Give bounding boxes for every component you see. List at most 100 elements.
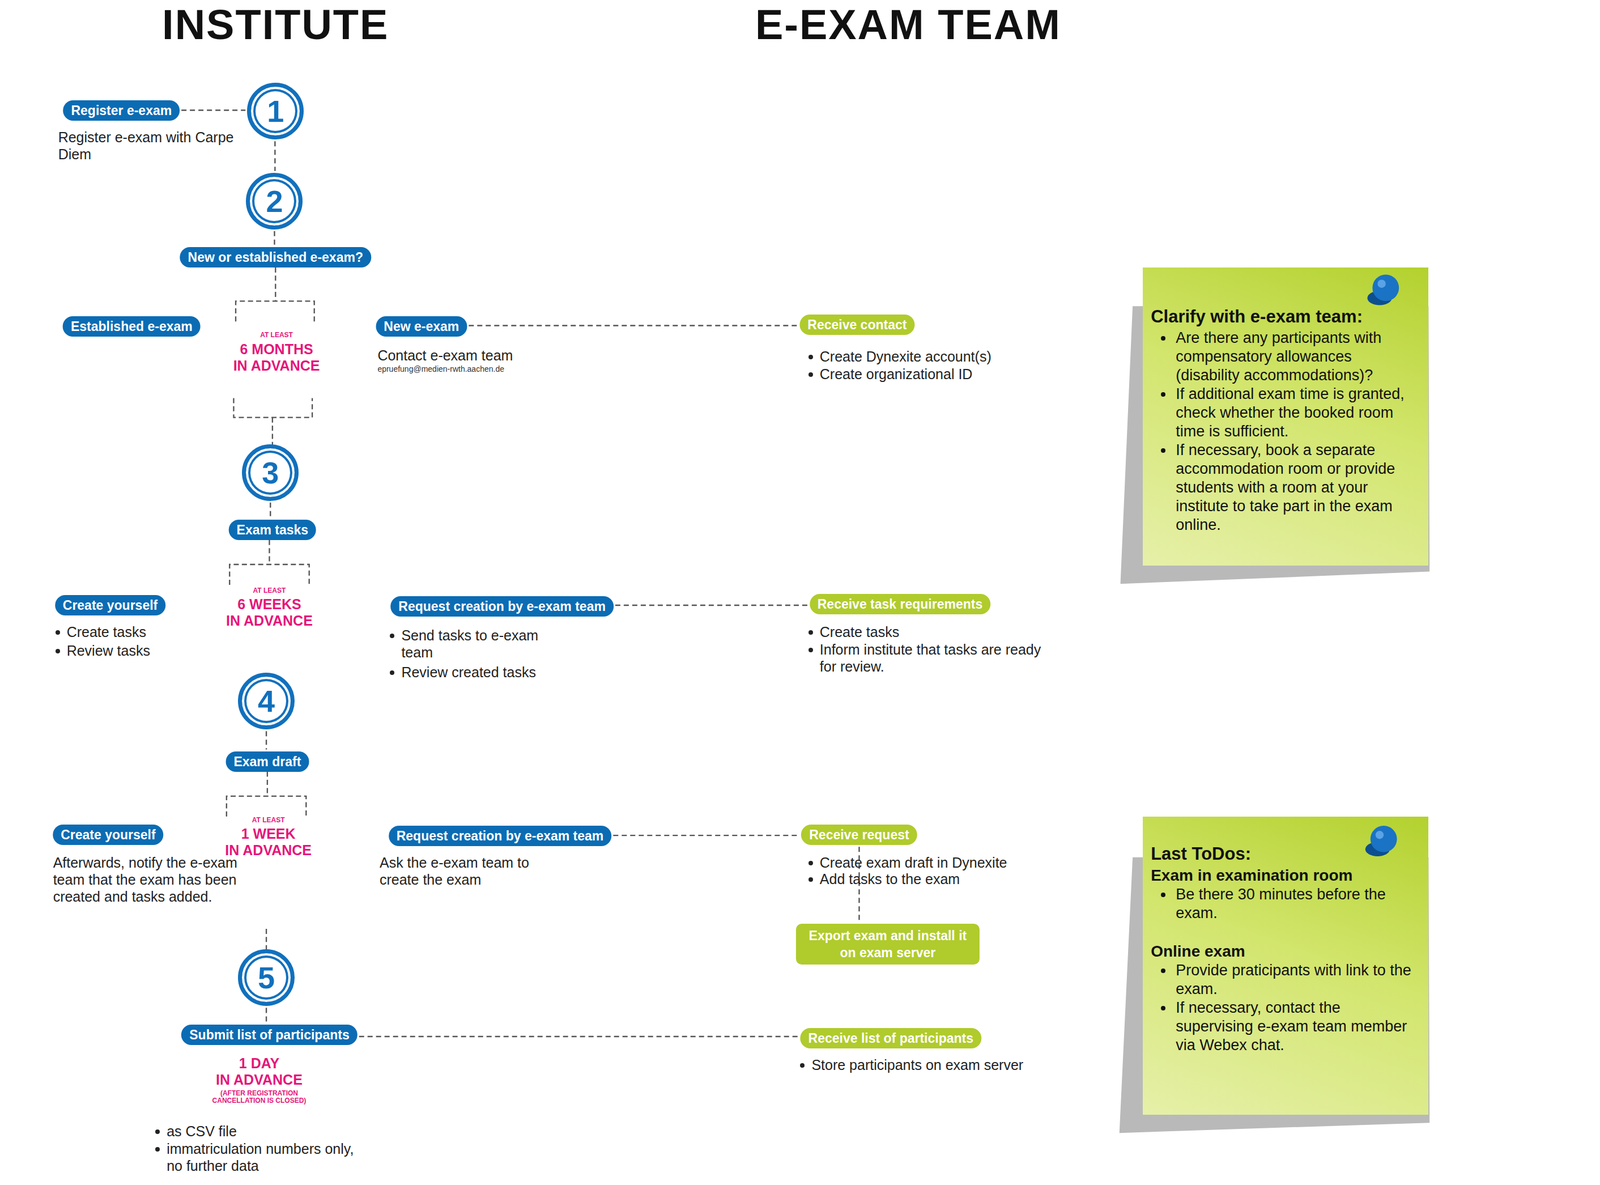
step-circle: 1 — [247, 82, 304, 140]
note-bullet: Are there any participants with compensa… — [1150, 328, 1412, 385]
sticky-note: Last ToDos:Exam in examination roomBe th… — [1142, 816, 1429, 1115]
step-number: 5 — [257, 959, 275, 995]
pill-label: Receive request — [809, 827, 909, 842]
pill-label: Submit list of participants — [189, 1027, 350, 1042]
note-bullet: If necessary, contact the supervising e-… — [1150, 998, 1412, 1055]
note-bullet: Be there 30 minutes before the exam. — [1150, 884, 1412, 923]
process-pill: Register e-exam — [62, 100, 180, 121]
process-pill: Exam tasks — [228, 519, 317, 540]
pushpin — [1367, 274, 1399, 305]
pill-label: New e-exam — [383, 318, 459, 334]
dashed-connector — [273, 231, 275, 246]
dashed-connector — [613, 834, 800, 836]
bullet-item: Create tasks — [53, 623, 207, 641]
note-bullet: Provide praticipants with link to the ex… — [1150, 960, 1412, 999]
dashed-connector — [359, 1035, 799, 1037]
pill-label: Exam draft — [233, 754, 301, 769]
team-pill: Receive task requirements — [809, 593, 991, 615]
bracket — [229, 539, 309, 585]
email-address: epruefung@medien-rwth.aachen.de — [377, 364, 623, 374]
note-heading: Clarify with e-exam team: — [1150, 305, 1412, 328]
note-bullet: If necessary, book a separate accommodat… — [1150, 440, 1412, 535]
process-pill: Create yourself — [54, 594, 166, 616]
step-circle: 3 — [241, 444, 299, 501]
column-heading: INSTITUTE — [61, 2, 490, 48]
bullet-item: Review tasks — [53, 641, 207, 659]
column-heading: E-EXAM TEAM — [622, 2, 1195, 48]
leader-line — [265, 928, 267, 950]
bracket — [233, 397, 313, 445]
pill-label: New or established e-exam? — [188, 249, 364, 265]
pill-label: Create yourself — [62, 597, 158, 613]
bullet-item: Add tasks to the exam — [806, 870, 1082, 888]
pushpin — [1365, 825, 1398, 857]
body-text: Register e-exam with Carpe Diem — [58, 128, 237, 163]
bullet-item: as CSV file — [152, 1122, 368, 1140]
bullet-item: Create exam draft in Dynexite — [806, 853, 1082, 871]
pill-label: Request creation by e-exam team — [398, 598, 606, 614]
pill-label: Register e-exam — [70, 103, 172, 118]
note-bullet: If additional exam time is granted, chec… — [1150, 384, 1412, 441]
deadline: 6 WEEKS IN ADVANCE — [205, 596, 334, 629]
pill-label: Export exam and install it on exam serve… — [809, 928, 968, 960]
deadline: 1 WEEK IN ADVANCE — [204, 825, 333, 859]
bullet-item: immatriculation numbers only, no further… — [152, 1139, 373, 1174]
process-pill: Exam draft — [225, 751, 309, 772]
step-circle: 5 — [237, 949, 295, 1006]
process-pill: New or established e-exam? — [180, 247, 372, 268]
bullet-item: Inform institute that tasks are ready fo… — [806, 640, 1057, 675]
team-box: Export exam and install it on exam serve… — [796, 923, 980, 965]
note-small: AT LEAST — [207, 586, 331, 595]
body-text: Ask the e-exam team to create the exam — [379, 853, 569, 888]
note-heading: Last ToDos: — [1150, 843, 1412, 865]
process-pill: Request creation by e-exam team — [388, 825, 612, 846]
deadline: 1 DAY IN ADVANCE — [195, 1054, 323, 1088]
deadline: 6 MONTHS IN ADVANCE — [213, 341, 341, 374]
bullet-item: Create tasks — [806, 623, 1062, 641]
step-number: 3 — [261, 454, 279, 491]
team-pill: Receive contact — [799, 314, 915, 335]
pill-label: Receive task requirements — [817, 596, 984, 612]
process-pill: Established e-exam — [62, 316, 201, 337]
dashed-connector — [181, 109, 246, 111]
step-number: 1 — [266, 93, 284, 129]
note-subheading: Exam in examination room — [1150, 865, 1412, 885]
pill-label: Create yourself — [60, 827, 156, 842]
process-pill: Request creation by e-exam team — [390, 596, 614, 617]
dashed-connector — [468, 324, 798, 326]
note-small: (AFTER REGISTRATION CANCELLATION IS CLOS… — [202, 1089, 316, 1105]
dashed-connector — [274, 141, 276, 172]
pill-label: Established e-exam — [70, 318, 193, 334]
note-small: AT LEAST — [207, 816, 330, 824]
pill-label: Receive contact — [807, 317, 907, 333]
team-pill: Receive request — [801, 824, 917, 845]
bracket — [235, 267, 315, 322]
step-number: 2 — [265, 183, 283, 219]
dashed-connector — [265, 730, 267, 750]
process-pill: Submit list of participants — [181, 1024, 357, 1045]
dashed-connector — [615, 604, 808, 606]
dashed-connector — [269, 502, 271, 518]
team-pill: Receive list of participants — [800, 1027, 982, 1049]
note-small: AT LEAST — [215, 331, 338, 339]
body-text: Contact e-exam team — [377, 346, 602, 364]
step-circle: 4 — [237, 672, 295, 730]
bullet-item: Create organizational ID — [806, 365, 1082, 383]
process-pill: New e-exam — [375, 316, 467, 337]
bullet-item: Store participants on exam server — [797, 1056, 1028, 1074]
dashed-connector — [265, 1007, 267, 1023]
note-subheading: Online exam — [1150, 941, 1412, 961]
pill-label: Exam tasks — [236, 522, 309, 538]
bullet-item: Send tasks to e-exam team — [387, 626, 564, 661]
bullet-item: Review created tasks — [387, 663, 602, 681]
step-circle: 2 — [245, 172, 303, 230]
process-pill: Create yourself — [52, 824, 164, 845]
sticky-note: Clarify with e-exam team:Are there any p… — [1142, 267, 1429, 566]
pill-label: Receive list of participants — [808, 1030, 974, 1046]
pill-label: Request creation by e-exam team — [396, 828, 604, 844]
bullet-item: Create Dynexite account(s) — [806, 347, 1082, 365]
step-number: 4 — [257, 683, 275, 719]
bracket — [226, 771, 306, 817]
body-text: Afterwards, notify the e-exam team that … — [53, 853, 242, 905]
